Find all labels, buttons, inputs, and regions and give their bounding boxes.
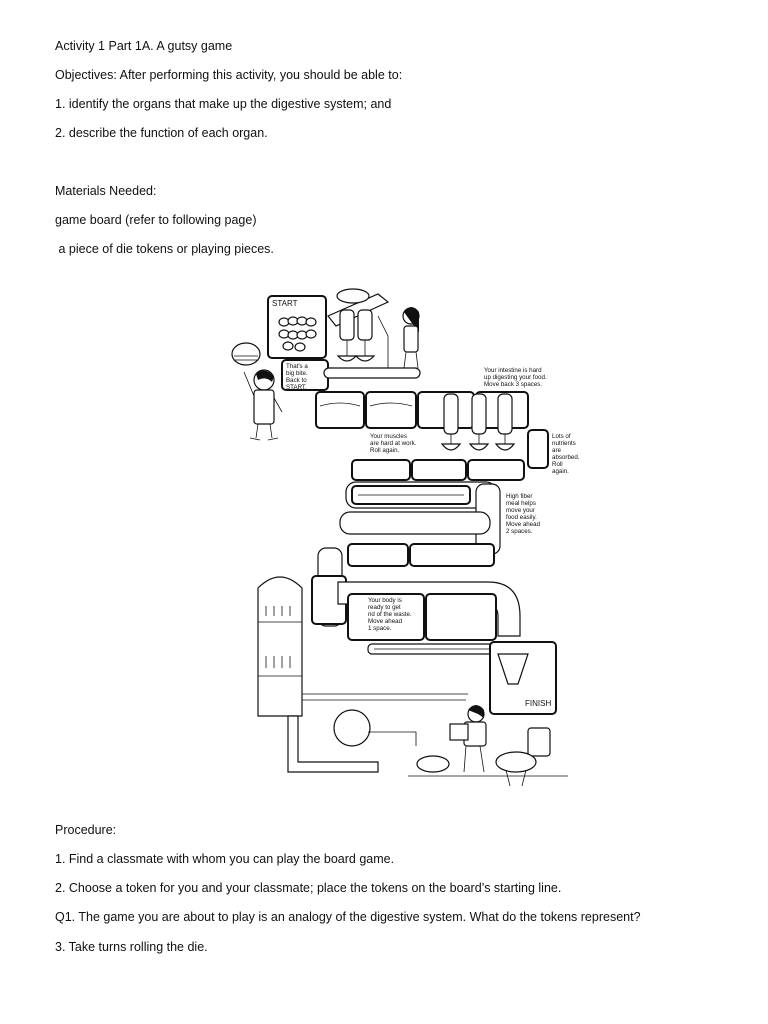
esophagus-machine xyxy=(323,288,421,379)
stomach-cylinders xyxy=(440,393,516,451)
note-fiber: High fiber meal helps move your food eas… xyxy=(506,493,542,535)
note-big-bite: That's a big bite. Back to START. xyxy=(286,363,310,391)
materials-item: game board (refer to following page) xyxy=(55,213,257,227)
game-board-illustration: START That's a big bite. Back to START. xyxy=(228,276,588,786)
note-intestine: Your intestine is hard up digesting your… xyxy=(484,367,548,388)
procedure-step: 1. Find a classmate with whom you can pl… xyxy=(55,852,395,866)
start-label: START xyxy=(272,299,298,308)
teeth-illustration xyxy=(278,316,317,352)
toilet-illustration xyxy=(495,727,551,786)
start-space xyxy=(267,295,327,359)
note-muscles: Your muscles are hard at work. Roll agai… xyxy=(370,433,418,454)
activity-title: Activity 1 Part 1A. A gutsy game xyxy=(55,39,233,53)
character-with-burger xyxy=(231,342,283,441)
procedure-question: Q1. The game you are about to play is an… xyxy=(55,910,641,924)
procedure-heading: Procedure: xyxy=(55,823,117,837)
note-waste: Your body is ready to get rid of the was… xyxy=(368,597,413,632)
finish-label: FINISH xyxy=(525,699,551,708)
materials-heading: Materials Needed: xyxy=(55,184,157,198)
objectives-intro: Objectives: After performing this activi… xyxy=(55,68,403,82)
character-operator xyxy=(402,307,420,369)
note-nutrients: Lots of nutrients are absorbed. Roll aga… xyxy=(552,433,581,475)
objective-item: 1. identify the organs that make up the … xyxy=(55,97,392,111)
character-reading xyxy=(416,705,487,773)
materials-item: a piece of die tokens or playing pieces. xyxy=(55,242,274,256)
procedure-step: 3. Take turns rolling the die. xyxy=(55,940,208,954)
tank-illustration xyxy=(257,576,468,773)
objective-item: 2. describe the function of each organ. xyxy=(55,126,268,140)
procedure-step: 2. Choose a token for you and your class… xyxy=(55,881,562,895)
